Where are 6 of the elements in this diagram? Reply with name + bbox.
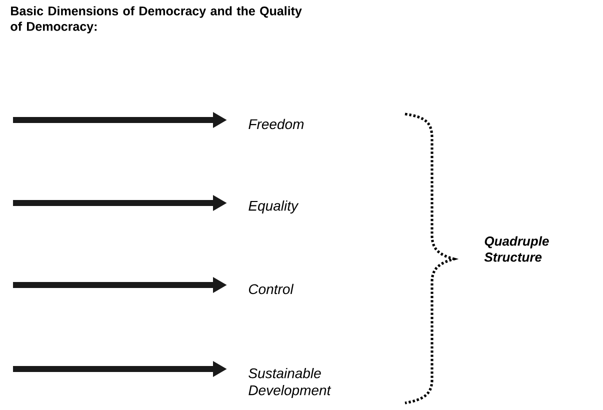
dimension-label: Freedom <box>248 118 304 130</box>
group-label: Quadruple Structure <box>484 236 549 262</box>
dimension-label: Equality <box>248 200 299 214</box>
title: Basic Dimensions of Democracy and the Quality of Democracy: <box>10 6 302 34</box>
dimension-label: Sustainable Development <box>248 368 332 398</box>
dimension-label: Control <box>248 284 294 294</box>
